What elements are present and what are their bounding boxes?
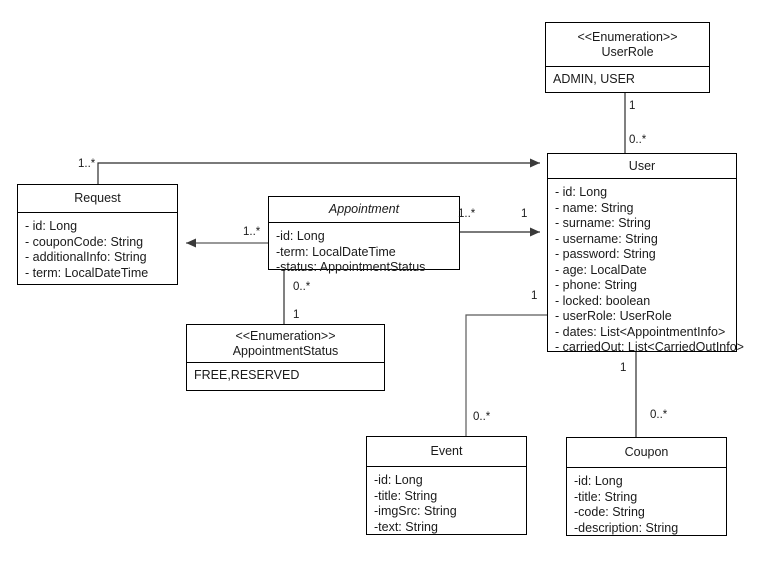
class-stereotype-appointmentstatus: <<Enumeration>> (235, 328, 336, 343)
class-body-event: -id: Long -title: String -imgSrc: String… (367, 467, 526, 539)
multiplicity-appointment-to-status-target: 1 (293, 309, 300, 321)
multiplicity-appointment-to-request-source: 1..* (243, 226, 261, 238)
attribute-row: - locked: boolean (555, 293, 651, 308)
class-header-appointmentstatus: <<Enumeration>> AppointmentStatus (187, 325, 384, 363)
multiplicity-user-to-event-source: 1 (531, 290, 538, 302)
multiplicity-user-to-coupon-source: 1 (620, 362, 627, 374)
attribute-row: - id: Long (555, 185, 608, 199)
class-header-userrole: <<Enumeration>> UserRole (546, 23, 709, 67)
class-name-event: Event (430, 444, 463, 458)
attribute-row: - name: String (555, 200, 634, 215)
class-header-user: User (548, 154, 736, 179)
attribute-row: - password: String (555, 247, 656, 261)
class-body-request: - id: Long - couponCode: String - additi… (18, 213, 177, 285)
attribute-row: - term: LocalDateTime (25, 265, 149, 280)
multiplicity-appointment-to-user-target: 1 (521, 208, 528, 220)
attribute-row: -id: Long (374, 473, 423, 487)
class-name-request: Request (74, 191, 121, 205)
class-header-event: Event (367, 437, 526, 467)
attribute-row: -status: AppointmentStatus (276, 260, 426, 274)
class-box-appointmentstatus[interactable]: <<Enumeration>> AppointmentStatus FREE,R… (186, 324, 385, 391)
class-name-appointment: Appointment (328, 202, 400, 216)
attribute-row: -description: String (574, 520, 679, 535)
attribute-row: - couponCode: String (25, 234, 144, 249)
class-box-request[interactable]: Request - id: Long - couponCode: String … (17, 184, 178, 285)
attribute-row: -title: String (574, 489, 638, 504)
multiplicity-request-to-user-source: 1..* (78, 158, 96, 170)
class-header-appointment: Appointment (269, 197, 459, 223)
attribute-row: -title: String (374, 488, 438, 503)
attribute-row: -text: String (374, 519, 438, 534)
class-header-request: Request (18, 185, 177, 213)
attribute-row: -code: String (574, 505, 645, 519)
attribute-row: - age: LocalDate (555, 262, 647, 277)
attribute-row: - dates: List<AppointmentInfo> (555, 324, 726, 339)
class-box-appointment[interactable]: Appointment -id: Long -term: LocalDateTi… (268, 196, 460, 274)
class-name-userrole: UserRole (601, 44, 654, 59)
attribute-row: - carriedOut: List<CarriedOutInfo> (555, 340, 744, 354)
multiplicity-appointment-to-status-source: 0..* (293, 281, 311, 293)
class-body-appointment: -id: Long -term: LocalDateTime -status: … (269, 223, 459, 280)
class-box-user[interactable]: User - id: Long - name: String - surname… (547, 153, 744, 354)
attribute-row: - phone: String (555, 278, 637, 292)
class-name-appointmentstatus: AppointmentStatus (232, 343, 339, 358)
enum-values-appointmentstatus: FREE,RESERVED (194, 368, 300, 382)
class-name-coupon: Coupon (624, 445, 669, 459)
attribute-row: - surname: String (555, 216, 651, 230)
class-box-coupon[interactable]: Coupon -id: Long -title: String -code: S… (566, 437, 727, 536)
multiplicity-user-to-event-target: 0..* (473, 411, 491, 423)
class-body-user: - id: Long - name: String - surname: Str… (548, 179, 744, 360)
enum-values-userrole: ADMIN, USER (553, 72, 635, 86)
attribute-row: - username: String (555, 231, 658, 246)
attribute-row: -id: Long (574, 474, 623, 488)
class-box-event[interactable]: Event -id: Long -title: String -imgSrc: … (366, 436, 527, 535)
multiplicity-user-to-coupon-target: 0..* (650, 409, 668, 421)
edge-request-to-user (97, 158, 540, 184)
attribute-row: - additionalInfo: String (25, 250, 147, 264)
attribute-row: -id: Long (276, 229, 325, 243)
attribute-row: -imgSrc: String (374, 504, 457, 518)
class-name-user: User (628, 158, 656, 173)
class-body-appointmentstatus: FREE,RESERVED (187, 363, 384, 388)
class-stereotype-userrole: <<Enumeration>> (577, 29, 678, 44)
multiplicity-appointment-to-user-source: 1..* (458, 208, 476, 220)
multiplicity-userrole-to-user-source: 1 (629, 100, 636, 112)
attribute-row: - userRole: UserRole (555, 309, 672, 323)
attribute-row: - id: Long (25, 219, 78, 233)
class-box-userrole[interactable]: <<Enumeration>> UserRole ADMIN, USER (545, 22, 710, 93)
class-body-coupon: -id: Long -title: String -code: String -… (567, 468, 726, 540)
class-header-coupon: Coupon (567, 438, 726, 468)
multiplicity-userrole-to-user-target: 0..* (629, 134, 647, 146)
class-body-userrole: ADMIN, USER (546, 67, 709, 92)
attribute-row: -term: LocalDateTime (276, 244, 396, 259)
